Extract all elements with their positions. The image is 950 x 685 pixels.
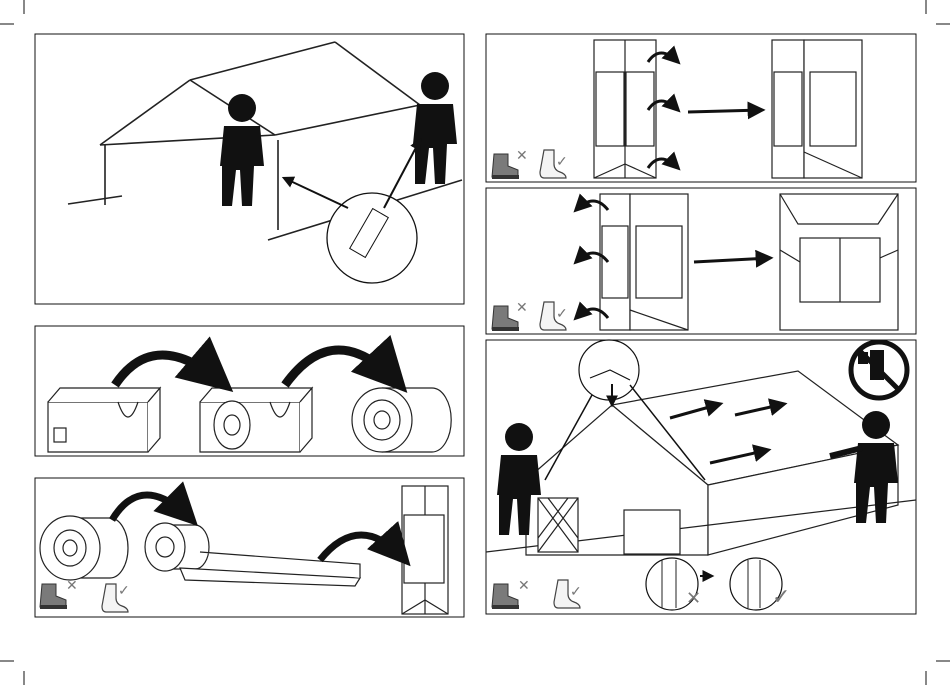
boot-no-icon: [492, 306, 519, 331]
panel-spread-floor: ✕ ✓: [35, 478, 464, 617]
panel-frame-insert: [35, 34, 464, 304]
cross-mark-icon: ✕: [66, 577, 78, 593]
check-mark-icon: ✓: [570, 583, 582, 599]
no-lean-prohibition-icon: [851, 342, 907, 398]
cross-mark-icon: ✕: [686, 588, 701, 608]
check-mark-icon: ✓: [556, 153, 568, 169]
cross-mark-icon: ✕: [516, 147, 528, 163]
cross-mark-icon: ✕: [518, 577, 530, 593]
person-left: [220, 94, 264, 206]
panel-unfold-left: ✕ ✓: [486, 188, 916, 334]
check-mark-icon: ✓: [118, 582, 130, 598]
boot-no-icon: [492, 154, 519, 179]
panel-unroll-bag: [35, 326, 464, 456]
panel-raise-tent: ✕ ✓ ✕ ✓: [486, 340, 916, 614]
cross-mark-icon: ✕: [516, 299, 528, 315]
boot-no-icon: [492, 584, 519, 609]
check-mark-icon: ✓: [772, 584, 790, 609]
check-mark-icon: ✓: [556, 305, 568, 321]
boot-no-icon: [40, 584, 67, 609]
panel-unfold-right: ✕ ✓: [486, 34, 916, 182]
person-right: [413, 72, 457, 184]
